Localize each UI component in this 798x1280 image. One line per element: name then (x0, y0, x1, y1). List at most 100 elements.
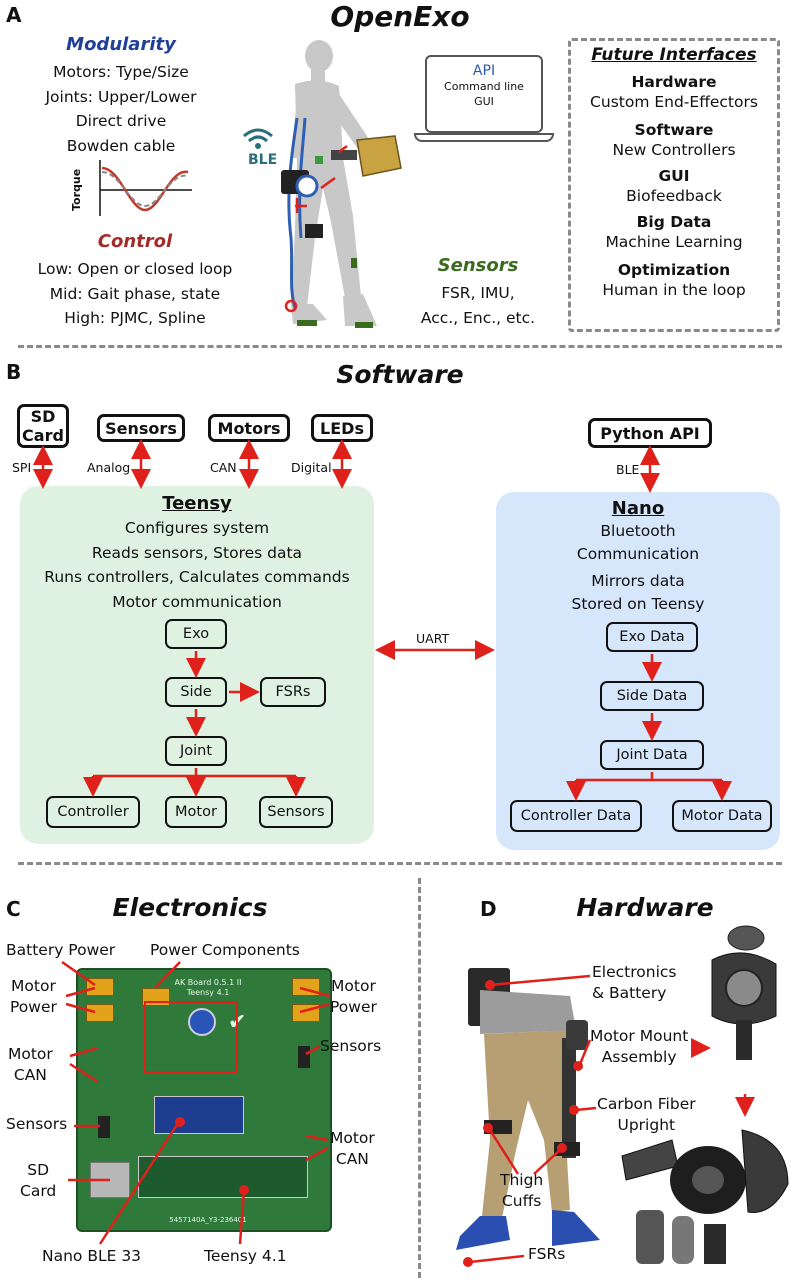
nano-line: Communication (576, 545, 700, 563)
control-heading: Control (97, 231, 173, 252)
electronics-battery-label: Electronics & Battery (592, 963, 677, 1002)
power-components-label: Power Components (150, 941, 300, 959)
board-silkscreen: Teensy 4.1 (186, 988, 230, 997)
thigh-cuffs-label: Thigh Cuffs (500, 1171, 544, 1210)
future-item-text: Biofeedback (626, 187, 722, 205)
future-item-title: GUI (658, 167, 690, 185)
future-item-title: Optimization (617, 261, 731, 279)
control-line: Low: Open or closed loop (37, 260, 233, 278)
panel-c-title: Electronics (112, 893, 268, 922)
board-id: 5457140A_Y3-236401 (169, 1216, 247, 1224)
teensy-heading: Teensy (162, 493, 232, 514)
future-item-title: Software (634, 121, 714, 139)
motor-power-right-label: Motor Power (330, 977, 377, 1016)
future-item-text: Machine Learning (605, 233, 743, 251)
modularity-line: Joints: Upper/Lower (45, 87, 197, 106)
modularity-heading: Modularity (66, 34, 176, 55)
wifi-icon (238, 124, 278, 150)
hardware-photo (440, 950, 610, 1270)
teensy-line: Motor communication (112, 592, 282, 611)
board-silkscreen: AK Board 0.5.1 II (174, 978, 242, 987)
laptop-screen: API Command line GUI (425, 55, 543, 133)
fsrs-label: FSRs (528, 1245, 566, 1263)
future-heading: Future Interfaces (591, 45, 757, 65)
analog-label: Analog (87, 460, 131, 475)
sensors-left-label: Sensors (6, 1115, 68, 1133)
teensy-module (138, 1156, 308, 1198)
motor-node: Motor (165, 796, 227, 828)
modularity-line: Bowden cable (66, 136, 176, 155)
nano-text-block: Nano Bluetooth Communication Mirrors dat… (496, 498, 780, 616)
teensy-text-block: Teensy Configures system Reads sensors, … (20, 492, 374, 614)
panel-d-title: Hardware (576, 893, 714, 922)
motor-data-node: Motor Data (672, 800, 772, 832)
laptop-api-text: API (472, 63, 496, 79)
nano-ble-label: Nano BLE 33 (42, 1247, 142, 1265)
control-line: Mid: Gait phase, state (49, 284, 221, 303)
nano-panel (496, 492, 780, 850)
controller-node: Controller (46, 796, 140, 828)
exploded-view-render (612, 1120, 798, 1270)
future-item-text: Custom End-Effectors (590, 93, 758, 111)
motors-box: Motors (208, 414, 290, 442)
section-divider (18, 345, 782, 348)
modularity-block: Modularity Motors: Type/Size Joints: Upp… (16, 34, 226, 158)
panel-b-letter: B (6, 360, 22, 384)
motor-can-left-label: Motor CAN (8, 1045, 53, 1084)
panel-d-letter: D (480, 897, 497, 921)
motor-power-left-label: Motor Power (10, 977, 57, 1016)
sensors-node: Sensors (259, 796, 333, 828)
sensors-line: Acc., Enc., etc. (420, 308, 536, 327)
exoskeleton-figure (235, 38, 405, 338)
modularity-line: Direct drive (75, 112, 167, 130)
torque-plot (80, 158, 195, 218)
future-item-text: Human in the loop (602, 281, 746, 299)
joint-node: Joint (165, 736, 227, 766)
section-divider-vertical (418, 878, 421, 1278)
sensors-line: FSR, IMU, (441, 284, 515, 302)
motor-mount-label: Motor Mount Assembly (590, 1027, 689, 1066)
nano-heading: Nano (611, 498, 665, 519)
section-divider (18, 862, 782, 865)
sensors-block: Sensors FSR, IMU, Acc., Enc., etc. (398, 255, 558, 330)
motor-can-right-label: Motor CAN (330, 1129, 375, 1168)
future-item-text: New Controllers (612, 141, 736, 159)
sensor-connector (298, 1046, 310, 1068)
exo-node: Exo (165, 619, 227, 649)
nano-line: Stored on Teensy (571, 595, 705, 613)
pcb-board: AK Board 0.5.1 II Teensy 4.1 ✔ 5457140A_… (76, 968, 332, 1232)
sensor-connector (98, 1116, 110, 1138)
laptop-gui-text: GUI (474, 95, 494, 108)
exo-data-node: Exo Data (606, 622, 698, 652)
control-block: Control Low: Open or closed loop Mid: Ga… (10, 231, 260, 331)
spi-label: SPI (12, 460, 32, 475)
ble-link-label: BLE (616, 462, 640, 477)
modularity-line: Motors: Type/Size (53, 63, 189, 81)
control-line: High: PJMC, Spline (64, 309, 206, 327)
laptop-base (414, 133, 554, 142)
motor-mount-render (700, 920, 784, 1060)
sd-card-label: SD Card (20, 1161, 57, 1200)
capacitor (188, 1008, 216, 1036)
nano-ble-module (154, 1096, 244, 1134)
panel-b-title: Software (336, 360, 464, 389)
can-label: CAN (210, 460, 237, 475)
controller-data-node: Controller Data (510, 800, 642, 832)
future-item-title: Big Data (636, 213, 712, 231)
panel-a-letter: A (6, 3, 22, 27)
sensors-right-label: Sensors (320, 1037, 382, 1055)
carbon-fiber-label: Carbon Fiber Upright (597, 1095, 696, 1134)
laptop-command-line-text: Command line (444, 80, 524, 93)
teensy-label: Teensy 4.1 (204, 1247, 287, 1265)
battery-power-label: Battery Power (6, 941, 116, 959)
panel-c-letter: C (6, 897, 21, 921)
ble-label: BLE (248, 152, 278, 168)
nano-line: Mirrors data (591, 572, 685, 590)
sensors-heading: Sensors (437, 255, 519, 276)
nano-line: Bluetooth (600, 522, 676, 540)
fsrs-node: FSRs (260, 677, 326, 707)
teensy-line: Runs controllers, Calculates commands (44, 568, 350, 586)
